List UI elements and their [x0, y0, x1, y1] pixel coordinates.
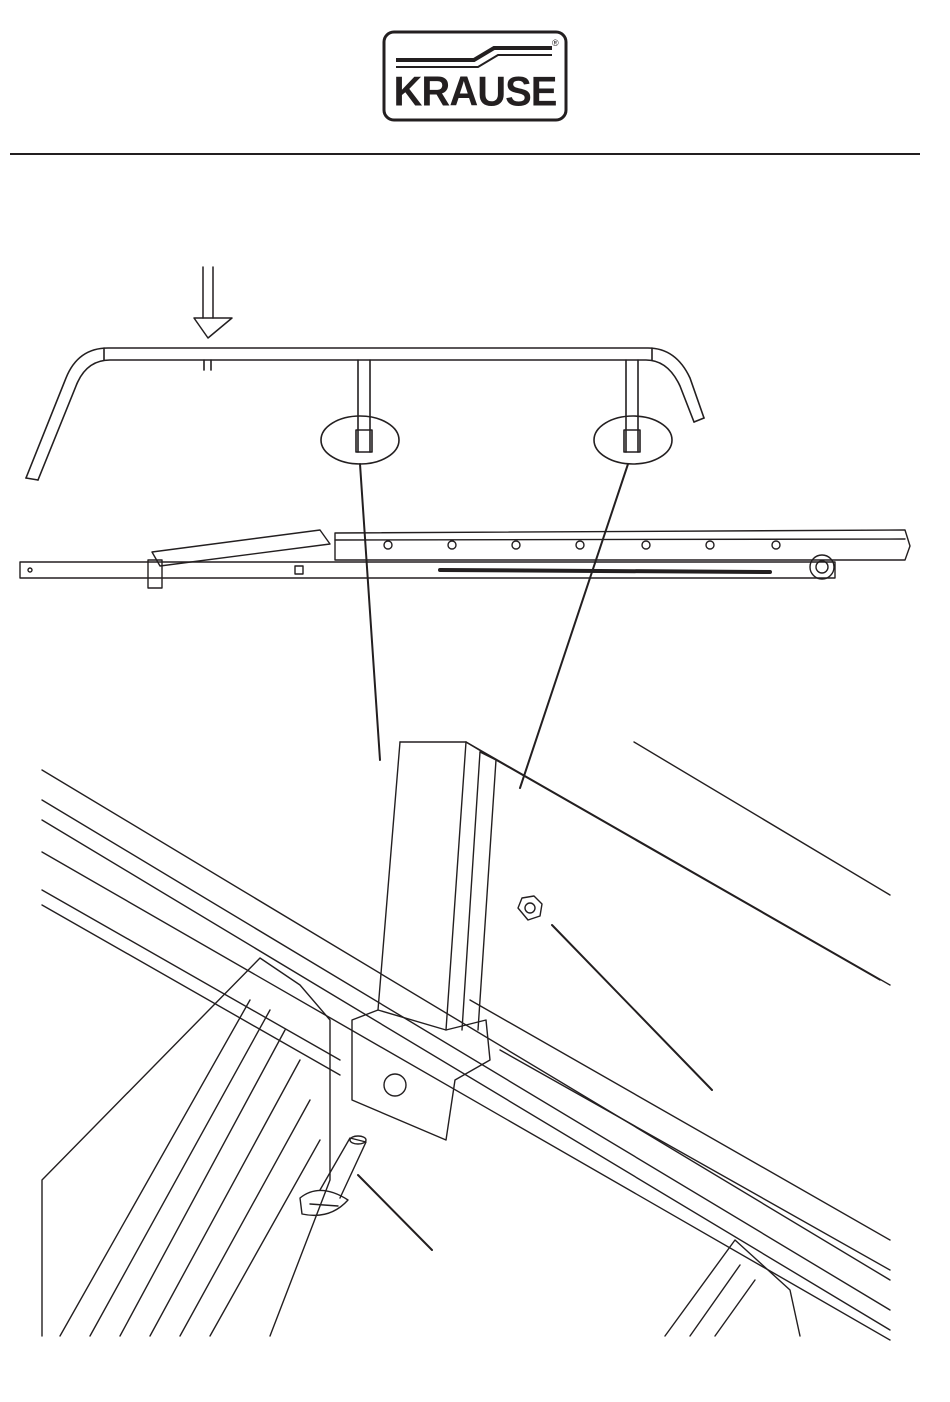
- connection-detail: [42, 742, 890, 1340]
- down-arrow-icon: [194, 267, 232, 338]
- top-rail-assembly: [26, 348, 704, 480]
- callout-lines: [358, 464, 712, 1250]
- slotted-screw: [300, 1136, 366, 1215]
- folded-ladder-section: [20, 530, 910, 588]
- lock-nut: [518, 896, 542, 920]
